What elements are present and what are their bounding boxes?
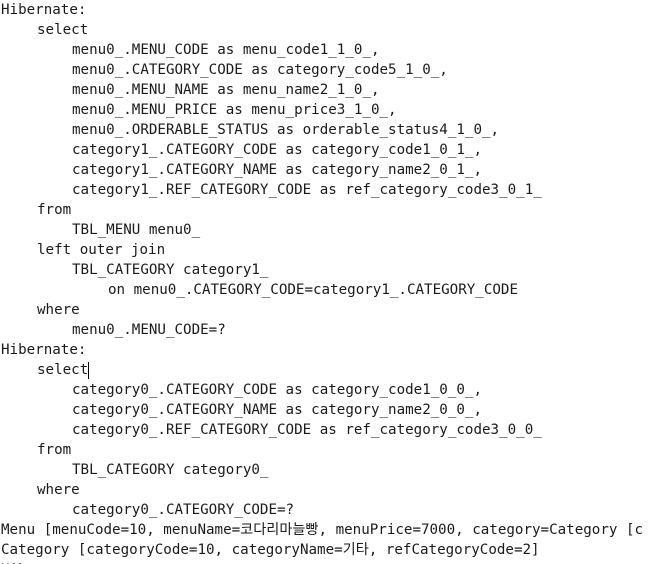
console-line: menu0_.MENU_PRICE as menu_price3_1_0_,: [0, 100, 667, 120]
console-line-text: from: [37, 442, 72, 458]
text-cursor: [88, 361, 90, 379]
console-line-text: TBL_MENU menu0_: [72, 222, 201, 238]
console-line: category0_.CATEGORY_CODE=?: [0, 500, 667, 520]
console-line-text: left outer join: [37, 242, 166, 258]
console-line: category1_.CATEGORY_CODE as category_cod…: [0, 140, 667, 160]
console-line-text: Menu [menuCode=10, menuName=코다리마늘빵, menu…: [1, 522, 644, 538]
console-line: Hibernate:: [0, 0, 667, 20]
console-line: TBL_CATEGORY category0_: [0, 460, 667, 480]
console-line: category0_.REF_CATEGORY_CODE as ref_cate…: [0, 420, 667, 440]
console-line-text: menu0_.MENU_CODE as menu_code1_1_0_,: [72, 42, 380, 58]
console-line: category1_.REF_CATEGORY_CODE as ref_cate…: [0, 180, 667, 200]
console-line: menu0_.CATEGORY_CODE as category_code5_1…: [0, 60, 667, 80]
console-line-text: Category [categoryCode=10, categoryName=…: [1, 542, 540, 558]
console-line-text: where: [37, 482, 80, 498]
console-line: Category [categoryCode=10, categoryName=…: [0, 540, 667, 560]
console-line-text: menu0_.CATEGORY_CODE as category_code5_1…: [72, 62, 448, 78]
console-line: from: [0, 200, 667, 220]
console-line: where: [0, 480, 667, 500]
console-line: menu0_.MENU_CODE=?: [0, 320, 667, 340]
console-line: left outer join: [0, 240, 667, 260]
console-line-text: select: [37, 362, 89, 378]
console-line: on menu0_.CATEGORY_CODE=category1_.CATEG…: [0, 280, 667, 300]
console-line-text: category1_.CATEGORY_NAME as category_nam…: [72, 162, 482, 178]
console-line-text: from: [37, 202, 72, 218]
console-line: menu0_.MENU_NAME as menu_name2_1_0_,: [0, 80, 667, 100]
console-line-text: TBL_CATEGORY category0_: [72, 462, 269, 478]
console-line-text: on menu0_.CATEGORY_CODE=category1_.CATEG…: [108, 282, 518, 298]
console-line: select: [0, 20, 667, 40]
console-line: menu0_.ORDERABLE_STATUS as orderable_sta…: [0, 120, 667, 140]
console-line-text: category0_.CATEGORY_CODE as category_cod…: [72, 382, 482, 398]
console-line-text: where: [37, 302, 80, 318]
console-line-text: category0_.REF_CATEGORY_CODE as ref_cate…: [72, 422, 542, 438]
console-line-text: menu0_.MENU_NAME as menu_name2_1_0_,: [72, 82, 380, 98]
console-line: TBL_CATEGORY category1_: [0, 260, 667, 280]
console-line: where: [0, 300, 667, 320]
console-line-text: menu0_.MENU_PRICE as menu_price3_1_0_,: [72, 102, 397, 118]
console-line-text: category1_.CATEGORY_CODE as category_cod…: [72, 142, 482, 158]
console-line: menu0_.MENU_CODE as menu_code1_1_0_,: [0, 40, 667, 60]
console-line-text: select: [37, 22, 89, 38]
console-line-text: Hibernate:: [1, 2, 87, 18]
console-line-text: category1_.REF_CATEGORY_CODE as ref_cate…: [72, 182, 542, 198]
console-line-text: category0_.CATEGORY_CODE=?: [72, 502, 295, 518]
console-line: Menu [menuCode=10, menuName=코다리마늘빵, menu…: [0, 520, 667, 540]
console-line: category0_.CATEGORY_NAME as category_nam…: [0, 400, 667, 420]
console-line: Hibernate:: [0, 340, 667, 360]
console-line: select: [0, 360, 667, 380]
console-line: TBL_MENU menu0_: [0, 220, 667, 240]
console-line: category1_.CATEGORY_NAME as category_nam…: [0, 160, 667, 180]
console-line-text: Hibernate:: [1, 342, 87, 358]
console-line-text: menu0_.MENU_CODE=?: [72, 322, 226, 338]
console-line-text: TBL_CATEGORY category1_: [72, 262, 269, 278]
console-line-text: Hibernate:: [1, 562, 86, 564]
console-line: from: [0, 440, 667, 460]
console-line: category0_.CATEGORY_CODE as category_cod…: [0, 380, 667, 400]
console-line: Hibernate:: [0, 560, 667, 564]
console-line-text: menu0_.ORDERABLE_STATUS as orderable_sta…: [72, 122, 500, 138]
console-line-text: category0_.CATEGORY_NAME as category_nam…: [72, 402, 482, 418]
